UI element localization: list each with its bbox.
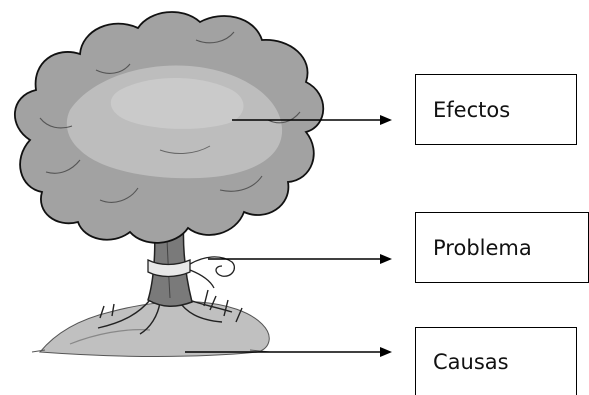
- trunk-ribbon: [147, 256, 236, 289]
- problem-label-box: Problema: [415, 212, 589, 283]
- causes-label-box: Causas: [415, 327, 577, 395]
- effects-label-box: Efectos: [415, 74, 577, 145]
- ground-mound: [31, 301, 271, 357]
- tree-canopy: [14, 11, 325, 244]
- causes-label: Causas: [433, 349, 509, 374]
- problem-label: Problema: [433, 235, 532, 260]
- effects-label: Efectos: [433, 97, 511, 122]
